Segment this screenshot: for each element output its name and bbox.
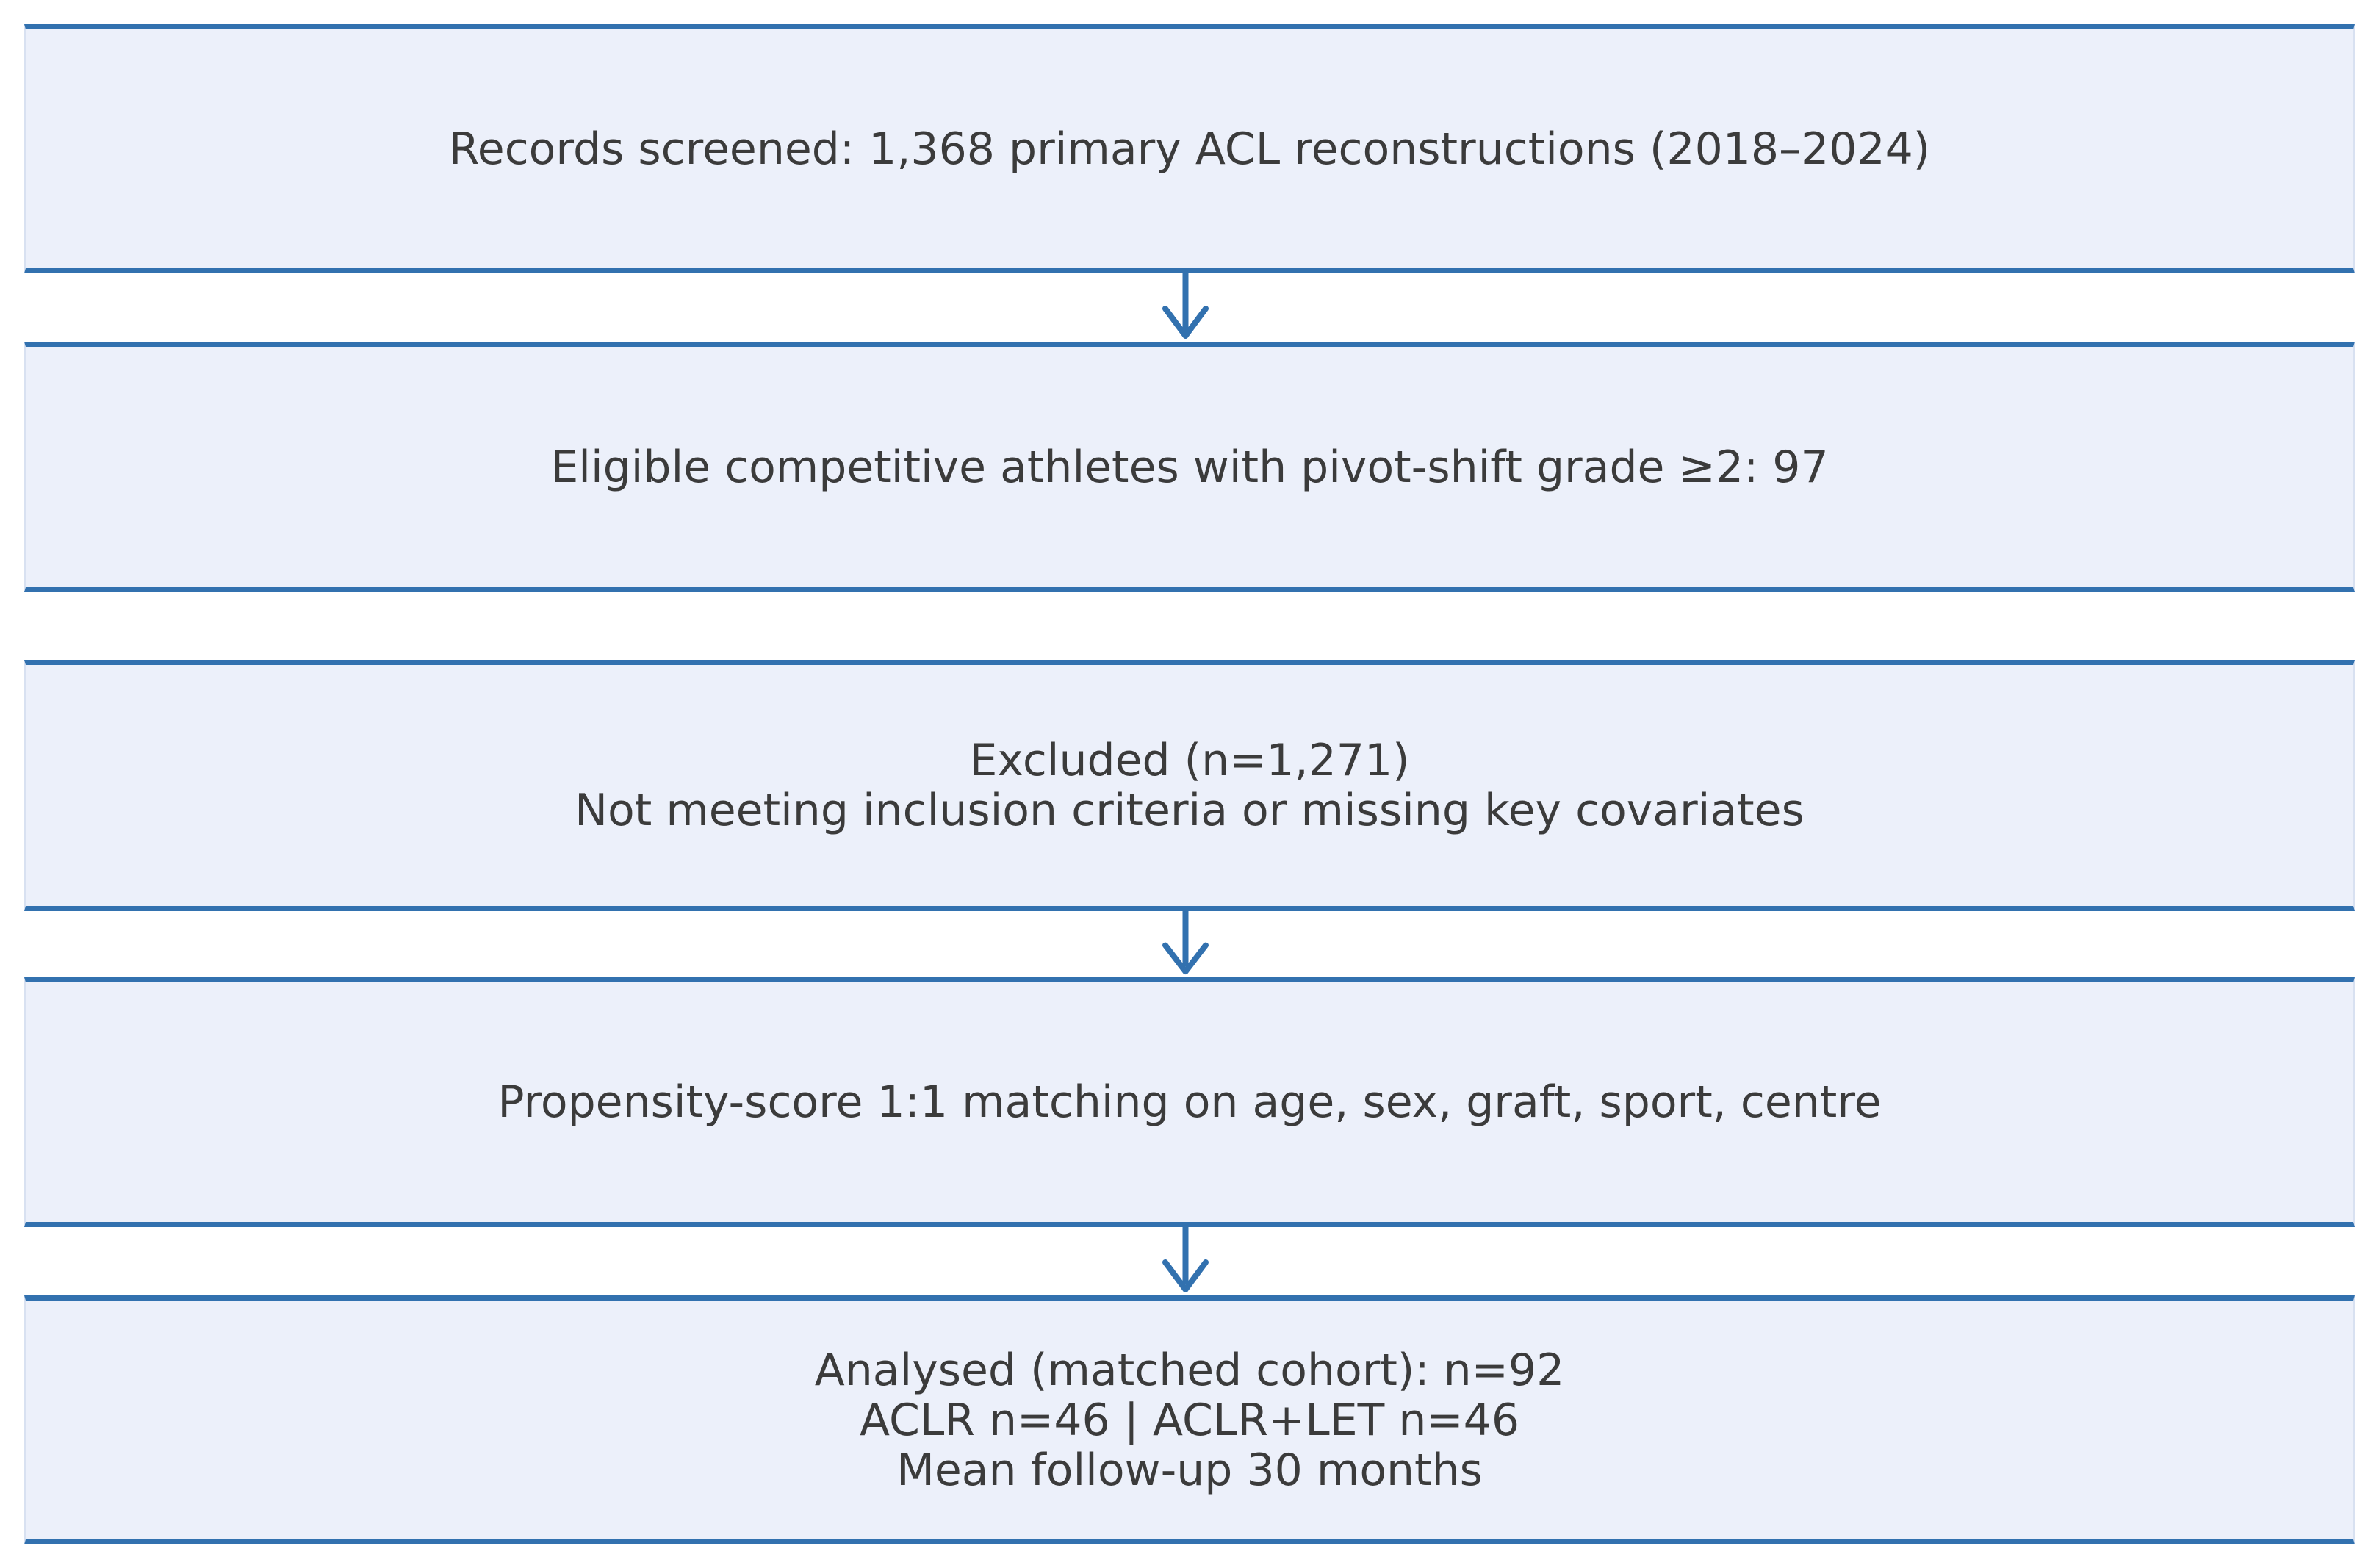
flow-box-propensity-matching: Propensity-score 1:1 matching on age, se… [24,977,2355,1227]
flow-box-line: Propensity-score 1:1 matching on age, se… [497,1076,1882,1128]
flow-arrow [1156,911,1215,977]
flow-box-records-screened: Records screened: 1,368 primary ACL reco… [24,24,2355,273]
flow-box-excluded: Excluded (n=1,271) Not meeting inclusion… [24,660,2355,911]
flow-box-line: Excluded (n=1,271) [969,735,1410,786]
flow-box-line: Records screened: 1,368 primary ACL reco… [448,123,1931,175]
flow-arrow [1156,1227,1215,1295]
down-arrow-icon [1162,911,1209,975]
flow-arrow [1156,273,1215,342]
down-arrow-icon [1162,1227,1209,1292]
flow-box-line: Eligible competitive athletes with pivot… [550,441,1829,493]
flow-box-line: Not meeting inclusion criteria or missin… [575,785,1805,836]
down-arrow-icon [1162,273,1209,339]
flow-box-line: Mean follow-up 30 months [896,1444,1483,1496]
flow-box-analysed-cohort: Analysed (matched cohort): n=92 ACLR n=4… [24,1295,2355,1544]
flow-box-eligible-athletes: Eligible competitive athletes with pivot… [24,342,2355,592]
flow-box-line: ACLR n=46 | ACLR+LET n=46 [859,1394,1520,1446]
flow-box-line: Analysed (matched cohort): n=92 [814,1344,1565,1396]
